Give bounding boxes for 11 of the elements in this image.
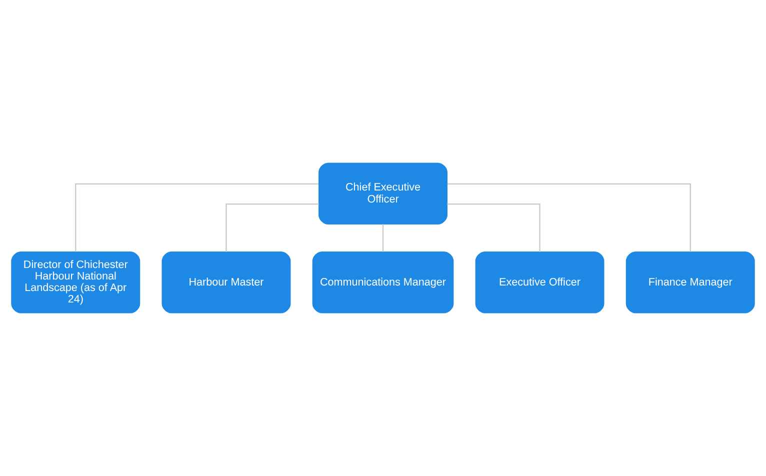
- connector: [226, 203, 319, 252]
- node-box: Executive Officer: [475, 252, 604, 314]
- node-box: Finance Manager: [626, 252, 755, 314]
- connector: [75, 183, 319, 252]
- connector: [447, 203, 540, 252]
- node-box: Harbour Master: [162, 252, 291, 314]
- node-box: Director of Chichester Harbour National Landscape (as of Apr 24): [11, 252, 140, 314]
- connector: [447, 183, 691, 252]
- connector: [382, 224, 384, 252]
- node-box: Communications Manager: [312, 252, 454, 314]
- node-box: Chief Executive Officer: [318, 162, 448, 224]
